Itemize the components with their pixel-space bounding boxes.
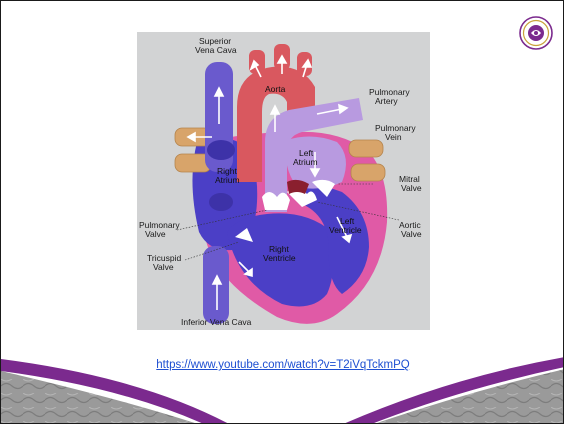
institution-logo (519, 16, 553, 50)
footer-band (1, 351, 564, 424)
label-superior-vena-cava-line2: Vena Cava (195, 45, 237, 55)
heart-diagram: Superior Vena Cava Aorta Pulmonary Arter… (137, 32, 430, 330)
label-inferior-vena-cava: Inferior Vena Cava (181, 317, 252, 327)
label-mitral-valve-line2: Valve (401, 183, 422, 193)
heart-diagram-svg: Superior Vena Cava Aorta Pulmonary Arter… (137, 32, 430, 330)
label-pulmonary-artery-line2: Artery (375, 96, 398, 106)
label-aortic-valve-line2: Valve (401, 229, 422, 239)
label-right-atrium-line2: Atrium (215, 175, 240, 185)
label-aorta: Aorta (265, 84, 286, 94)
pulmonary-vein-right-1 (349, 140, 383, 157)
label-pulmonary-valve-line2: Valve (145, 229, 166, 239)
right-atrium-opening-1 (207, 140, 235, 160)
label-pulmonary-vein-line2: Vein (385, 132, 402, 142)
label-left-ventricle-line2: Ventricle (329, 225, 362, 235)
right-atrium-opening-2 (209, 193, 233, 211)
label-left-atrium-line2: Atrium (293, 157, 318, 167)
label-right-ventricle-line2: Ventricle (263, 253, 296, 263)
footer-texture-right (371, 369, 564, 424)
inferior-vena-cava (203, 246, 229, 324)
pulmonary-vein-right-2 (351, 164, 385, 181)
label-tricuspid-valve-line2: Valve (153, 262, 174, 272)
